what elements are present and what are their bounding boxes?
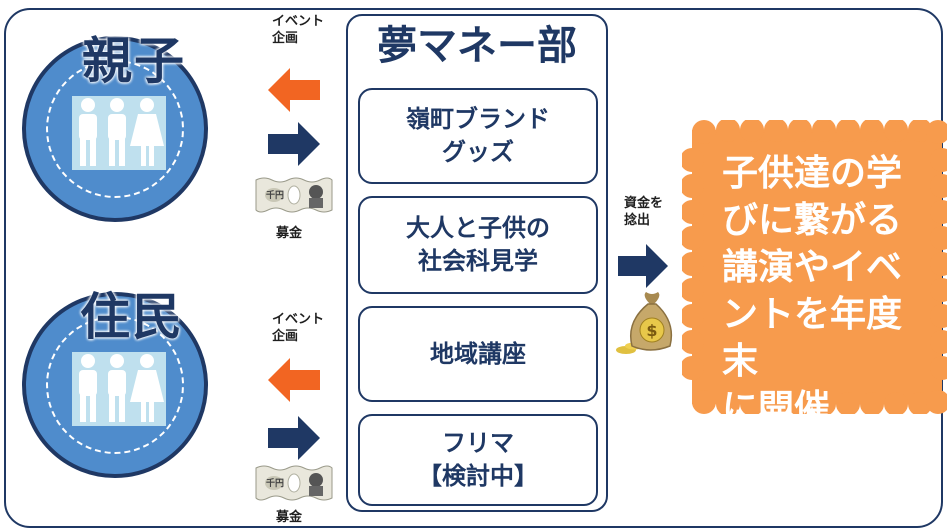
activity-brand-goods: 嶺町ブランド グッズ <box>358 88 598 184</box>
activity-social-study: 大人と子供の 社会科見学 <box>358 196 598 294</box>
result-line: 講演やイベ <box>722 247 903 288</box>
event-label-line1: イベント <box>272 312 325 327</box>
funding-label-line1: 資金を <box>624 196 664 211</box>
group-label-residents: 住民 <box>80 288 184 346</box>
result-scalloped-frame <box>682 120 947 414</box>
activity-line1: 大人と子供の <box>406 214 550 242</box>
result-line: 子供達の学 <box>722 153 903 194</box>
group-label-parent-child: 親子 <box>82 32 186 90</box>
svg-text:$: $ <box>646 321 657 340</box>
people-icon <box>72 352 166 426</box>
arrow-left-orange-icon <box>268 358 320 402</box>
result-line: に開催 <box>722 388 831 429</box>
activity-line2: 社会科見学 <box>418 247 538 275</box>
event-label-line2: 企画 <box>272 31 299 46</box>
residents-circle <box>22 292 208 478</box>
banknote-icon: 千円 <box>254 464 334 502</box>
arrow-right-navy-icon <box>618 244 668 288</box>
banknote-text: 千円 <box>266 479 285 489</box>
activity-flea-market: フリマ 【検討中】 <box>358 414 598 506</box>
event-label-line2: 企画 <box>272 329 299 344</box>
activity-line1: フリマ <box>442 429 514 457</box>
result-line: ントを年度末 <box>722 294 903 382</box>
activity-line1: 地域講座 <box>430 339 526 368</box>
parent-child-circle <box>22 36 208 222</box>
event-label-line1: イベント <box>272 14 325 29</box>
banknote-icon: 千円 <box>254 176 334 214</box>
activity-line2: 【検討中】 <box>418 462 538 490</box>
panel-title: 夢マネー部 <box>377 23 577 69</box>
activity-local-lecture: 地域講座 <box>358 306 598 402</box>
arrow-right-navy-icon <box>268 416 320 460</box>
arrow-right-navy-icon <box>268 122 320 166</box>
funding-label-line2: 捻出 <box>624 213 651 228</box>
arrow-left-orange-icon <box>268 68 320 112</box>
banknote-text: 千円 <box>266 191 285 201</box>
dashed-ring <box>46 60 184 198</box>
result-description: 子供達の学 びに繋がる 講演やイベ ントを年度末 に開催 <box>722 150 932 432</box>
money-bag-icon: $ <box>616 292 673 354</box>
result-line: びに繋がる <box>722 200 903 241</box>
activity-line1: 嶺町ブランド <box>406 105 550 133</box>
people-icon <box>72 96 166 170</box>
dashed-ring <box>46 316 184 454</box>
fund-label: 募金 <box>276 510 303 525</box>
fund-label: 募金 <box>276 226 303 241</box>
activity-line2: グッズ <box>442 138 514 166</box>
